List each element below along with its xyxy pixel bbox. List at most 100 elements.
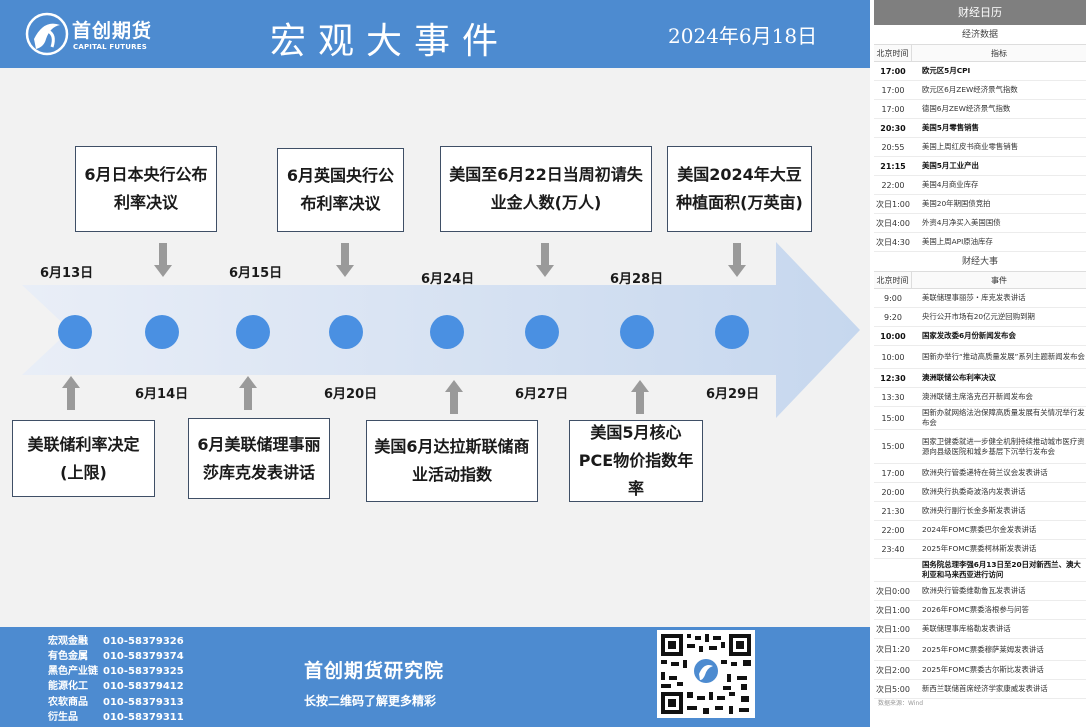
row-item: 国家发改委6月份新闻发布会 bbox=[922, 331, 1016, 340]
column-header-indicator: 指标 bbox=[991, 49, 1007, 58]
data-source-note: 数据来源：Wind bbox=[878, 700, 924, 707]
row-time: 17:00 bbox=[880, 66, 906, 76]
calendar-title: 财经日历 bbox=[874, 0, 1086, 25]
row-time: 次日0:00 bbox=[876, 586, 910, 596]
institute-tagline: 长按二维码了解更多精彩 bbox=[304, 694, 437, 708]
contact-phone: 010-58379325 bbox=[103, 666, 184, 677]
capital-futures-logo-icon bbox=[25, 12, 69, 56]
up-arrow-icon bbox=[445, 380, 463, 414]
econ-data-section-title: 经济数据 bbox=[874, 25, 1086, 45]
timeline-nodes bbox=[58, 315, 749, 349]
row-item: 外资4月净买入美国国债 bbox=[922, 218, 1001, 227]
date-label: 6月27日 bbox=[515, 387, 569, 402]
contact-dept: 有色金属 bbox=[48, 651, 88, 662]
row-item: 美联储理事丽莎・库克发表讲话 bbox=[922, 293, 1026, 302]
row-item: 澳洲联储主席洛克召开新闻发布会 bbox=[922, 392, 1033, 401]
page-title: 宏观大事件 bbox=[270, 21, 511, 62]
date-label: 6月15日 bbox=[229, 266, 283, 281]
contact-dept: 黑色产业链 bbox=[48, 666, 98, 677]
row-item: 2025年FOMC票委古尔斯比发表讲话 bbox=[922, 665, 1044, 674]
row-item: 2024年FOMC票委巴尔金发表讲话 bbox=[922, 525, 1037, 534]
timeline-node bbox=[715, 315, 749, 349]
qr-code-icon[interactable] bbox=[657, 630, 755, 718]
row-item: 欧洲央行执委奇波洛内发表讲话 bbox=[922, 487, 1026, 496]
row-item: 美国5月零售销售 bbox=[922, 123, 979, 132]
row-time: 17:00 bbox=[881, 468, 905, 478]
row-time: 20:30 bbox=[880, 123, 906, 133]
calendar-row: 23:40 2025年FOMC票委柯林斯发表讲话 bbox=[874, 540, 1086, 559]
row-time: 次日5:00 bbox=[876, 684, 910, 694]
date-label: 6月28日 bbox=[610, 272, 664, 287]
row-item: 德国6月ZEW经济景气指数 bbox=[922, 104, 1011, 113]
row-item: 欧洲央行管委维勒鲁瓦发表讲话 bbox=[922, 586, 1026, 595]
column-header-time: 北京时间 bbox=[874, 45, 912, 61]
calendar-row: 次日0:00 欧洲央行管委维勒鲁瓦发表讲话 bbox=[874, 582, 1086, 601]
top-event-box: 6月英国央行公布利率决议 bbox=[277, 148, 404, 232]
row-time: 20:55 bbox=[881, 142, 905, 152]
row-time: 23:40 bbox=[881, 544, 905, 554]
row-item: 美国上周API原油库存 bbox=[922, 237, 993, 246]
row-time: 22:00 bbox=[881, 525, 905, 535]
bottom-event-box: 美联储利率决定(上限) bbox=[12, 420, 155, 497]
row-item: 国家卫健委就进一步健全机制持续推动城市医疗资源向县级医院和城乡基层下沉举行发布会 bbox=[922, 436, 1085, 456]
contact-phone: 010-58379374 bbox=[103, 651, 184, 662]
event-text: 美国5月核心PCE物价指数年率 bbox=[578, 423, 694, 498]
date-label: 6月13日 bbox=[40, 266, 94, 281]
contact-phone: 010-58379313 bbox=[103, 697, 184, 708]
row-time: 次日1:00 bbox=[876, 199, 910, 209]
calendar-row: 国务院总理李强6月13日至20日对新西兰、澳大利亚和马来西亚进行访问 bbox=[874, 559, 1086, 582]
top-event-box: 美国2024年大豆种植面积(万英亩) bbox=[667, 146, 812, 232]
timeline-node bbox=[620, 315, 654, 349]
econ-column-header: 北京时间 指标 bbox=[874, 45, 1086, 62]
row-time: 22:00 bbox=[881, 180, 905, 190]
up-arrow-icon bbox=[62, 376, 80, 410]
company-logo: 首创期货 CAPITAL FUTURES bbox=[22, 6, 162, 62]
row-time: 17:00 bbox=[881, 104, 905, 114]
report-date: 2024年6月18日 bbox=[668, 24, 818, 48]
down-arrow-icon bbox=[154, 243, 172, 277]
timeline-graphic bbox=[22, 242, 860, 418]
event-text: 美联储利率决定(上限) bbox=[27, 434, 140, 482]
row-item: 美国20年期国债竞拍 bbox=[922, 199, 991, 208]
macro-events-poster: 首创期货 CAPITAL FUTURES 宏观大事件 2024年6月18日 bbox=[0, 0, 870, 727]
timeline-node bbox=[145, 315, 179, 349]
row-time: 次日1:20 bbox=[876, 645, 910, 654]
up-arrow-icon bbox=[631, 380, 649, 414]
row-item: 2025年FOMC票委柯林斯发表讲话 bbox=[922, 544, 1037, 553]
row-time: 10:00 bbox=[881, 352, 905, 362]
contact-phone: 010-58379311 bbox=[103, 712, 184, 723]
row-item: 欧洲央行副行长金多斯发表讲话 bbox=[922, 506, 1026, 515]
row-time: 次日1:00 bbox=[876, 624, 910, 634]
event-text: 6月英国央行公布利率决议 bbox=[286, 166, 395, 213]
calendar-row: 次日1:00 美国20年期国债竞拍 bbox=[874, 195, 1086, 214]
row-item: 欧元区5月CPI bbox=[922, 66, 971, 75]
logo-english-name: CAPITAL FUTURES bbox=[73, 43, 147, 51]
row-item: 2025年FOMC票委穆萨莱姆发表讲话 bbox=[922, 644, 1044, 654]
row-time: 21:30 bbox=[881, 506, 905, 516]
row-item: 美国上周红皮书商业零售销售 bbox=[922, 142, 1019, 151]
row-time: 12:30 bbox=[880, 373, 906, 383]
row-item: 美国5月工业产出 bbox=[922, 161, 979, 170]
event-text: 6月日本央行公布利率决议 bbox=[84, 165, 208, 212]
events-column-header: 北京时间 事件 bbox=[874, 272, 1086, 289]
date-label: 6月29日 bbox=[706, 387, 760, 402]
up-arrow-icon bbox=[239, 376, 257, 410]
column-header-time: 北京时间 bbox=[874, 272, 912, 288]
